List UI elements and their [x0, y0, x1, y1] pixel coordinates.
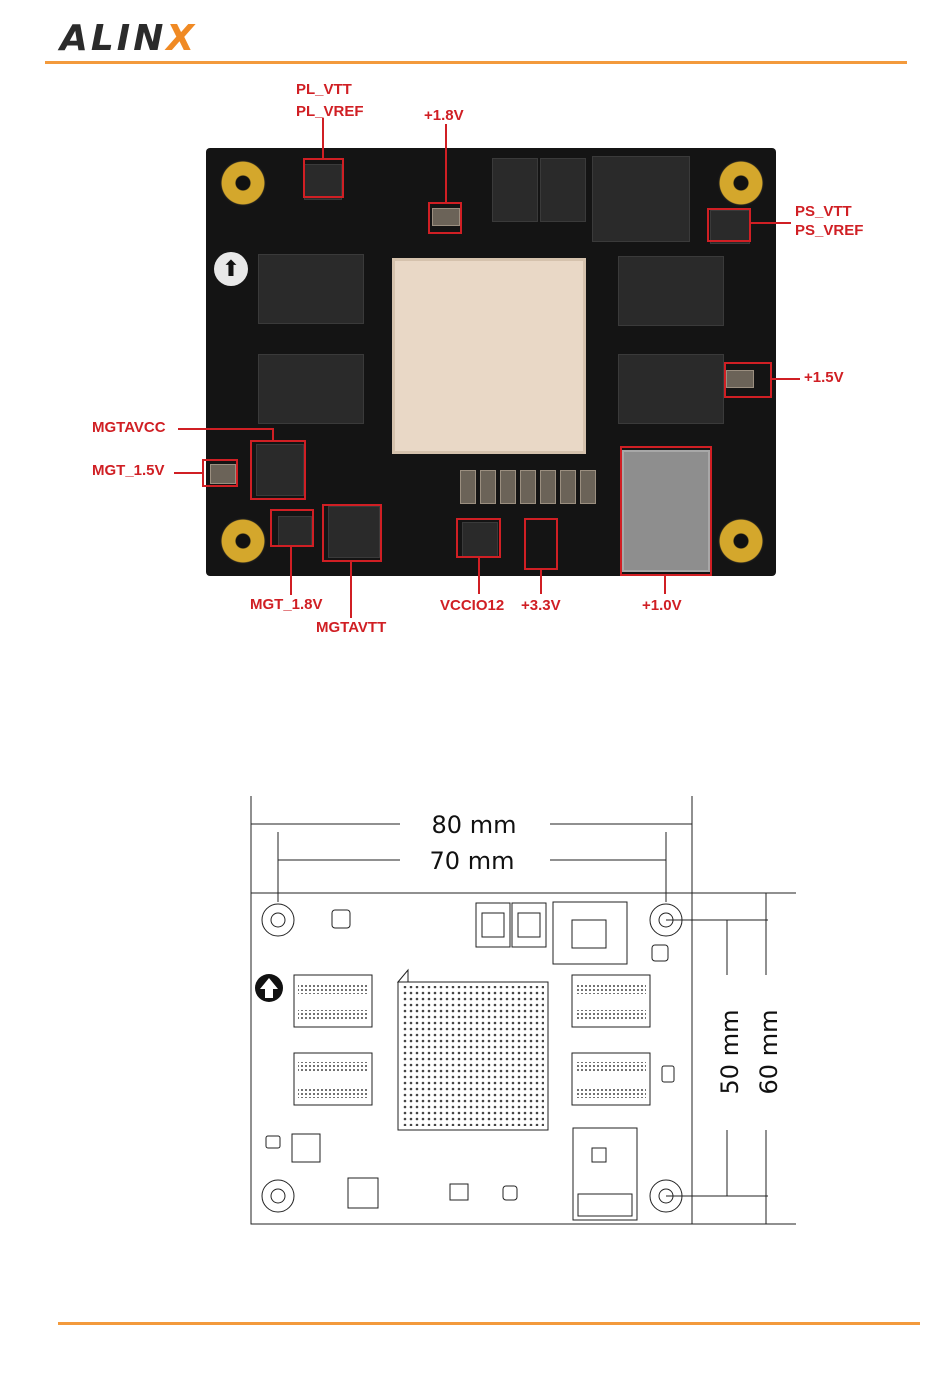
dim-50mm: 50 mm: [716, 1010, 744, 1095]
footer-rule: [58, 1322, 920, 1325]
dim-70mm: 70 mm: [430, 847, 515, 875]
dim-80mm: 80 mm: [432, 811, 517, 839]
dim-60mm: 60 mm: [755, 1010, 783, 1095]
